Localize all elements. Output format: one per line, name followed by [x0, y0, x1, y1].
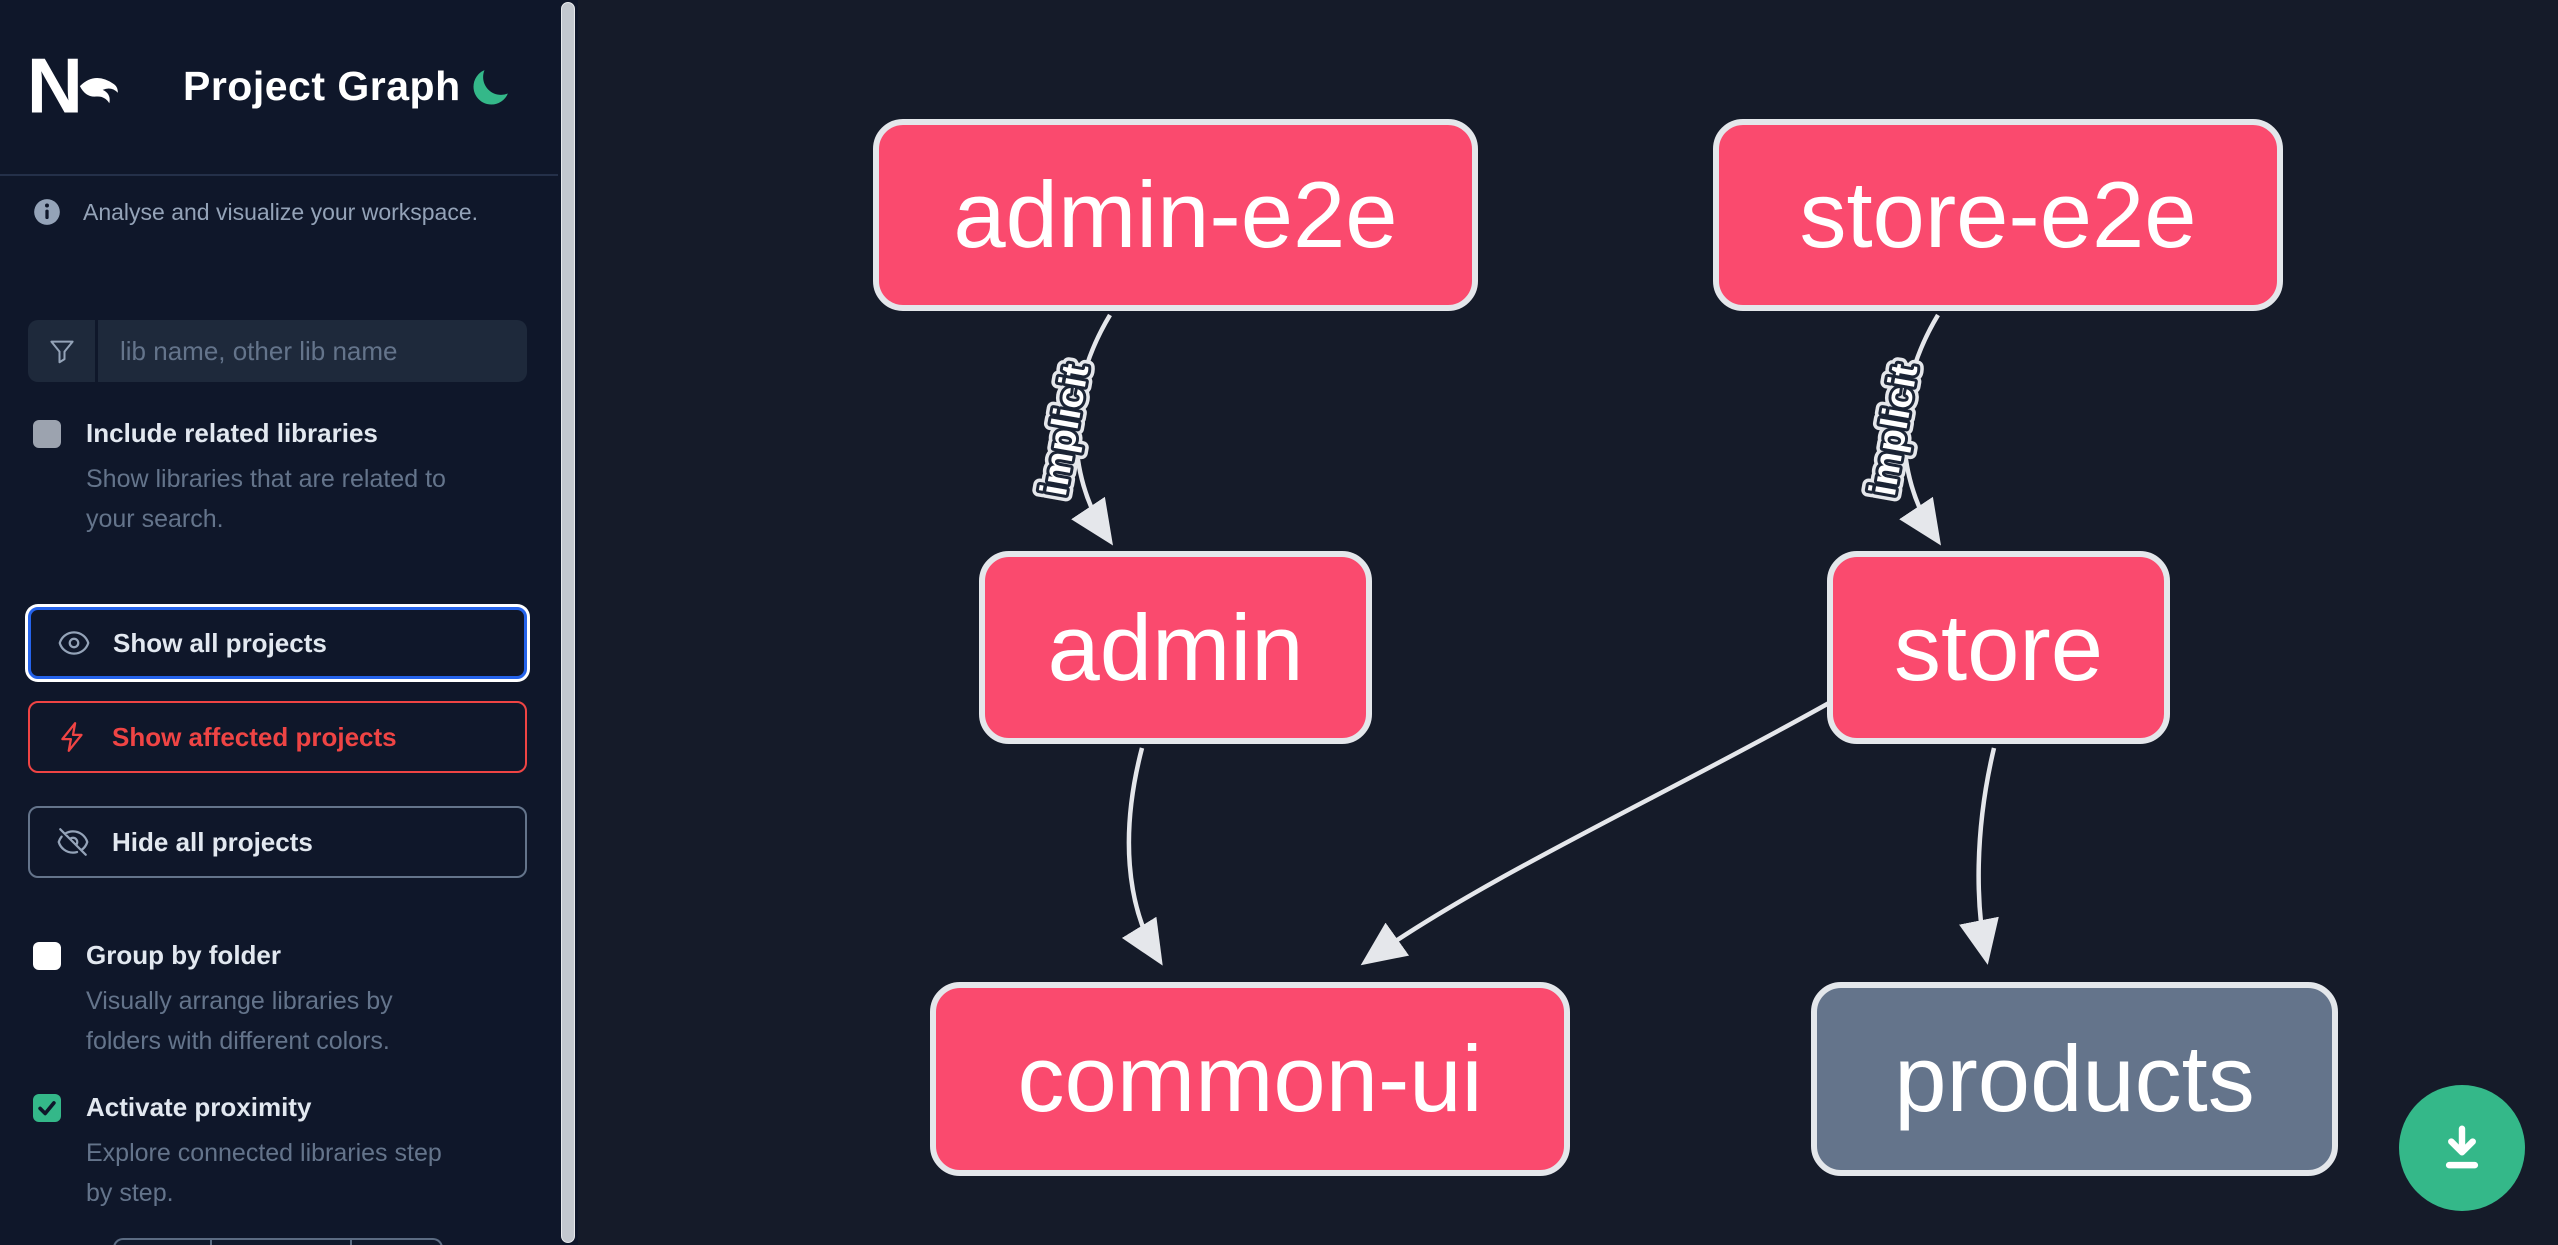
bolt-icon: [61, 722, 83, 752]
node-store-e2e[interactable]: store-e2e: [1713, 119, 2283, 311]
button-label: Hide all projects: [112, 826, 313, 857]
edge-store-products: [1959, 747, 1999, 965]
node-products[interactable]: products: [1811, 982, 2338, 1176]
node-admin[interactable]: admin: [979, 551, 1372, 744]
check-icon: [38, 1100, 56, 1115]
toggle-include-related: Include related libraries Show libraries…: [33, 418, 513, 539]
search-input[interactable]: [98, 320, 527, 382]
include-related-checkbox[interactable]: [33, 419, 61, 448]
download-icon: [2445, 1125, 2479, 1169]
node-common-ui[interactable]: common-ui: [930, 982, 1570, 1176]
toggle-description: Visually arrange libraries by folders wi…: [86, 987, 393, 1055]
app-title: Project Graph: [183, 63, 461, 109]
button-label: Show affected projects: [112, 721, 397, 752]
button-label: Show all projects: [113, 627, 327, 658]
download-image-button[interactable]: [2399, 1085, 2525, 1211]
filter-funnel-icon: [49, 340, 74, 364]
edge-store-e2e-store: [1899, 313, 1941, 546]
toggle-label: Include related libraries: [86, 418, 378, 448]
sidebar: N Project Graph Analyse and visualize yo…: [0, 0, 578, 1245]
header-divider: [0, 174, 558, 176]
info-icon: [34, 199, 60, 225]
show-all-projects-button[interactable]: Show all projects: [28, 607, 527, 679]
graph-edges: implicit implicit implicit implicit impl…: [1026, 313, 1999, 966]
toggle-description: Show libraries that are related to your …: [86, 465, 446, 533]
group-by-folder-checkbox[interactable]: [33, 941, 61, 970]
moon-icon: [473, 70, 508, 105]
node-store[interactable]: store: [1827, 551, 2170, 744]
sidebar-scrollbar: [558, 0, 578, 1245]
toggle-label: Group by folder: [86, 940, 281, 970]
search-icon-cell: [28, 320, 98, 382]
svg-text:N: N: [30, 50, 83, 126]
node-admin-e2e[interactable]: admin-e2e: [873, 119, 1478, 311]
nx-logo-icon: N: [30, 50, 118, 126]
hide-all-projects-button[interactable]: Hide all projects: [28, 806, 527, 878]
info-text: Analyse and visualize your workspace.: [83, 198, 479, 225]
search-box: [28, 320, 527, 382]
toggle-label: Activate proximity: [86, 1092, 312, 1122]
toggle-description: Explore connected libraries step by step…: [86, 1139, 442, 1207]
eye-off-icon: [57, 828, 89, 856]
eye-icon: [58, 631, 90, 655]
graph-canvas[interactable]: implicit implicit implicit implicit impl…: [578, 0, 2558, 1245]
edge-label-implicit: implicit: [1862, 360, 1927, 499]
edge-admin-e2e-admin: [1071, 313, 1113, 546]
info-row: Analyse and visualize your workspace.: [33, 198, 478, 226]
edge-store-common-ui: [1360, 701, 1831, 966]
toggle-activate-proximity: Activate proximity Explore connected lib…: [33, 1092, 513, 1213]
toggle-group-by-folder: Group by folder Visually arrange librari…: [33, 940, 513, 1061]
theme-toggle-button[interactable]: [468, 66, 512, 110]
scrollbar-thumb[interactable]: [561, 2, 575, 1243]
sidebar-header: N Project Graph: [0, 0, 558, 174]
edge-label-implicit: implicit: [1033, 360, 1098, 499]
activate-proximity-checkbox[interactable]: [33, 1093, 61, 1122]
show-affected-projects-button[interactable]: Show affected projects: [28, 701, 527, 773]
edge-admin-common-ui: [1121, 747, 1163, 966]
segmented-control-partial[interactable]: [113, 1238, 443, 1245]
